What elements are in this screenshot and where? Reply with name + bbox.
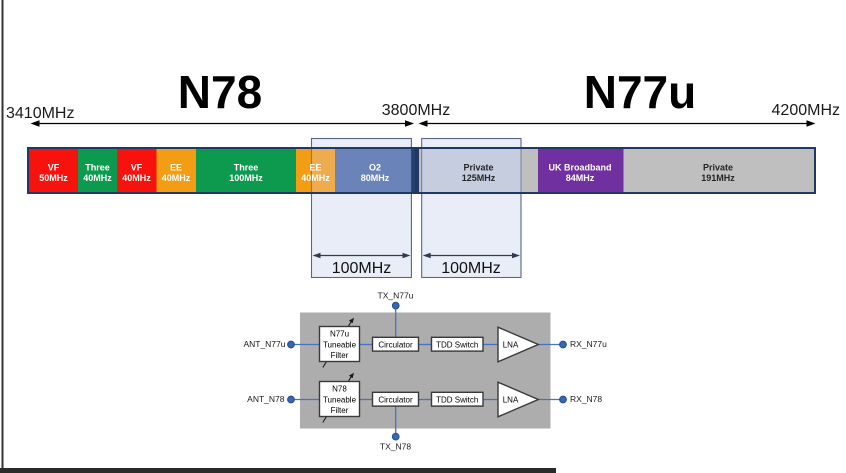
svg-text:Filter: Filter	[331, 351, 349, 360]
svg-text:N78: N78	[332, 385, 347, 394]
svg-text:N77u: N77u	[584, 66, 696, 118]
svg-text:Circulator: Circulator	[378, 395, 413, 404]
svg-text:ANT_N77u: ANT_N77u	[243, 339, 285, 349]
svg-text:100MHz: 100MHz	[229, 173, 263, 183]
svg-text:Three: Three	[85, 163, 110, 173]
svg-text:LNA: LNA	[503, 341, 519, 350]
svg-text:TX_N77u: TX_N77u	[378, 291, 414, 301]
svg-text:VF: VF	[48, 163, 60, 173]
svg-text:UK Broadband: UK Broadband	[549, 163, 612, 173]
svg-text:40MHz: 40MHz	[162, 173, 191, 183]
svg-text:EE: EE	[309, 163, 321, 173]
svg-text:3800MHz: 3800MHz	[382, 102, 450, 119]
svg-text:LNA: LNA	[503, 396, 519, 405]
svg-text:VF: VF	[131, 163, 143, 173]
svg-text:40MHz: 40MHz	[301, 173, 330, 183]
svg-text:100MHz: 100MHz	[332, 260, 392, 277]
svg-text:84MHz: 84MHz	[566, 173, 595, 183]
svg-text:N77u: N77u	[330, 330, 349, 339]
svg-text:80MHz: 80MHz	[361, 173, 390, 183]
svg-text:191MHz: 191MHz	[701, 173, 735, 183]
svg-text:O2: O2	[369, 163, 381, 173]
svg-text:3410MHz: 3410MHz	[6, 105, 74, 122]
svg-text:4200MHz: 4200MHz	[772, 102, 840, 119]
svg-text:125MHz: 125MHz	[462, 173, 496, 183]
svg-text:50MHz: 50MHz	[39, 173, 68, 183]
svg-text:100MHz: 100MHz	[441, 260, 501, 277]
svg-text:TDD Switch: TDD Switch	[436, 340, 478, 349]
svg-text:TX_N78: TX_N78	[380, 441, 411, 451]
svg-text:EE: EE	[170, 163, 182, 173]
svg-text:RX_N77u: RX_N77u	[570, 339, 607, 349]
svg-text:N78: N78	[178, 66, 262, 118]
svg-text:40MHz: 40MHz	[83, 173, 112, 183]
svg-text:RX_N78: RX_N78	[570, 394, 602, 404]
svg-text:Circulator: Circulator	[378, 340, 413, 349]
svg-text:Tuneable: Tuneable	[323, 395, 357, 404]
svg-text:TDD Switch: TDD Switch	[436, 395, 478, 404]
svg-text:ANT_N78: ANT_N78	[247, 394, 285, 404]
svg-text:Private: Private	[463, 163, 493, 173]
svg-text:40MHz: 40MHz	[122, 173, 151, 183]
svg-text:Private: Private	[703, 163, 733, 173]
svg-text:Filter: Filter	[331, 406, 349, 415]
svg-text:Three: Three	[234, 163, 259, 173]
svg-text:Tuneable: Tuneable	[323, 340, 357, 349]
